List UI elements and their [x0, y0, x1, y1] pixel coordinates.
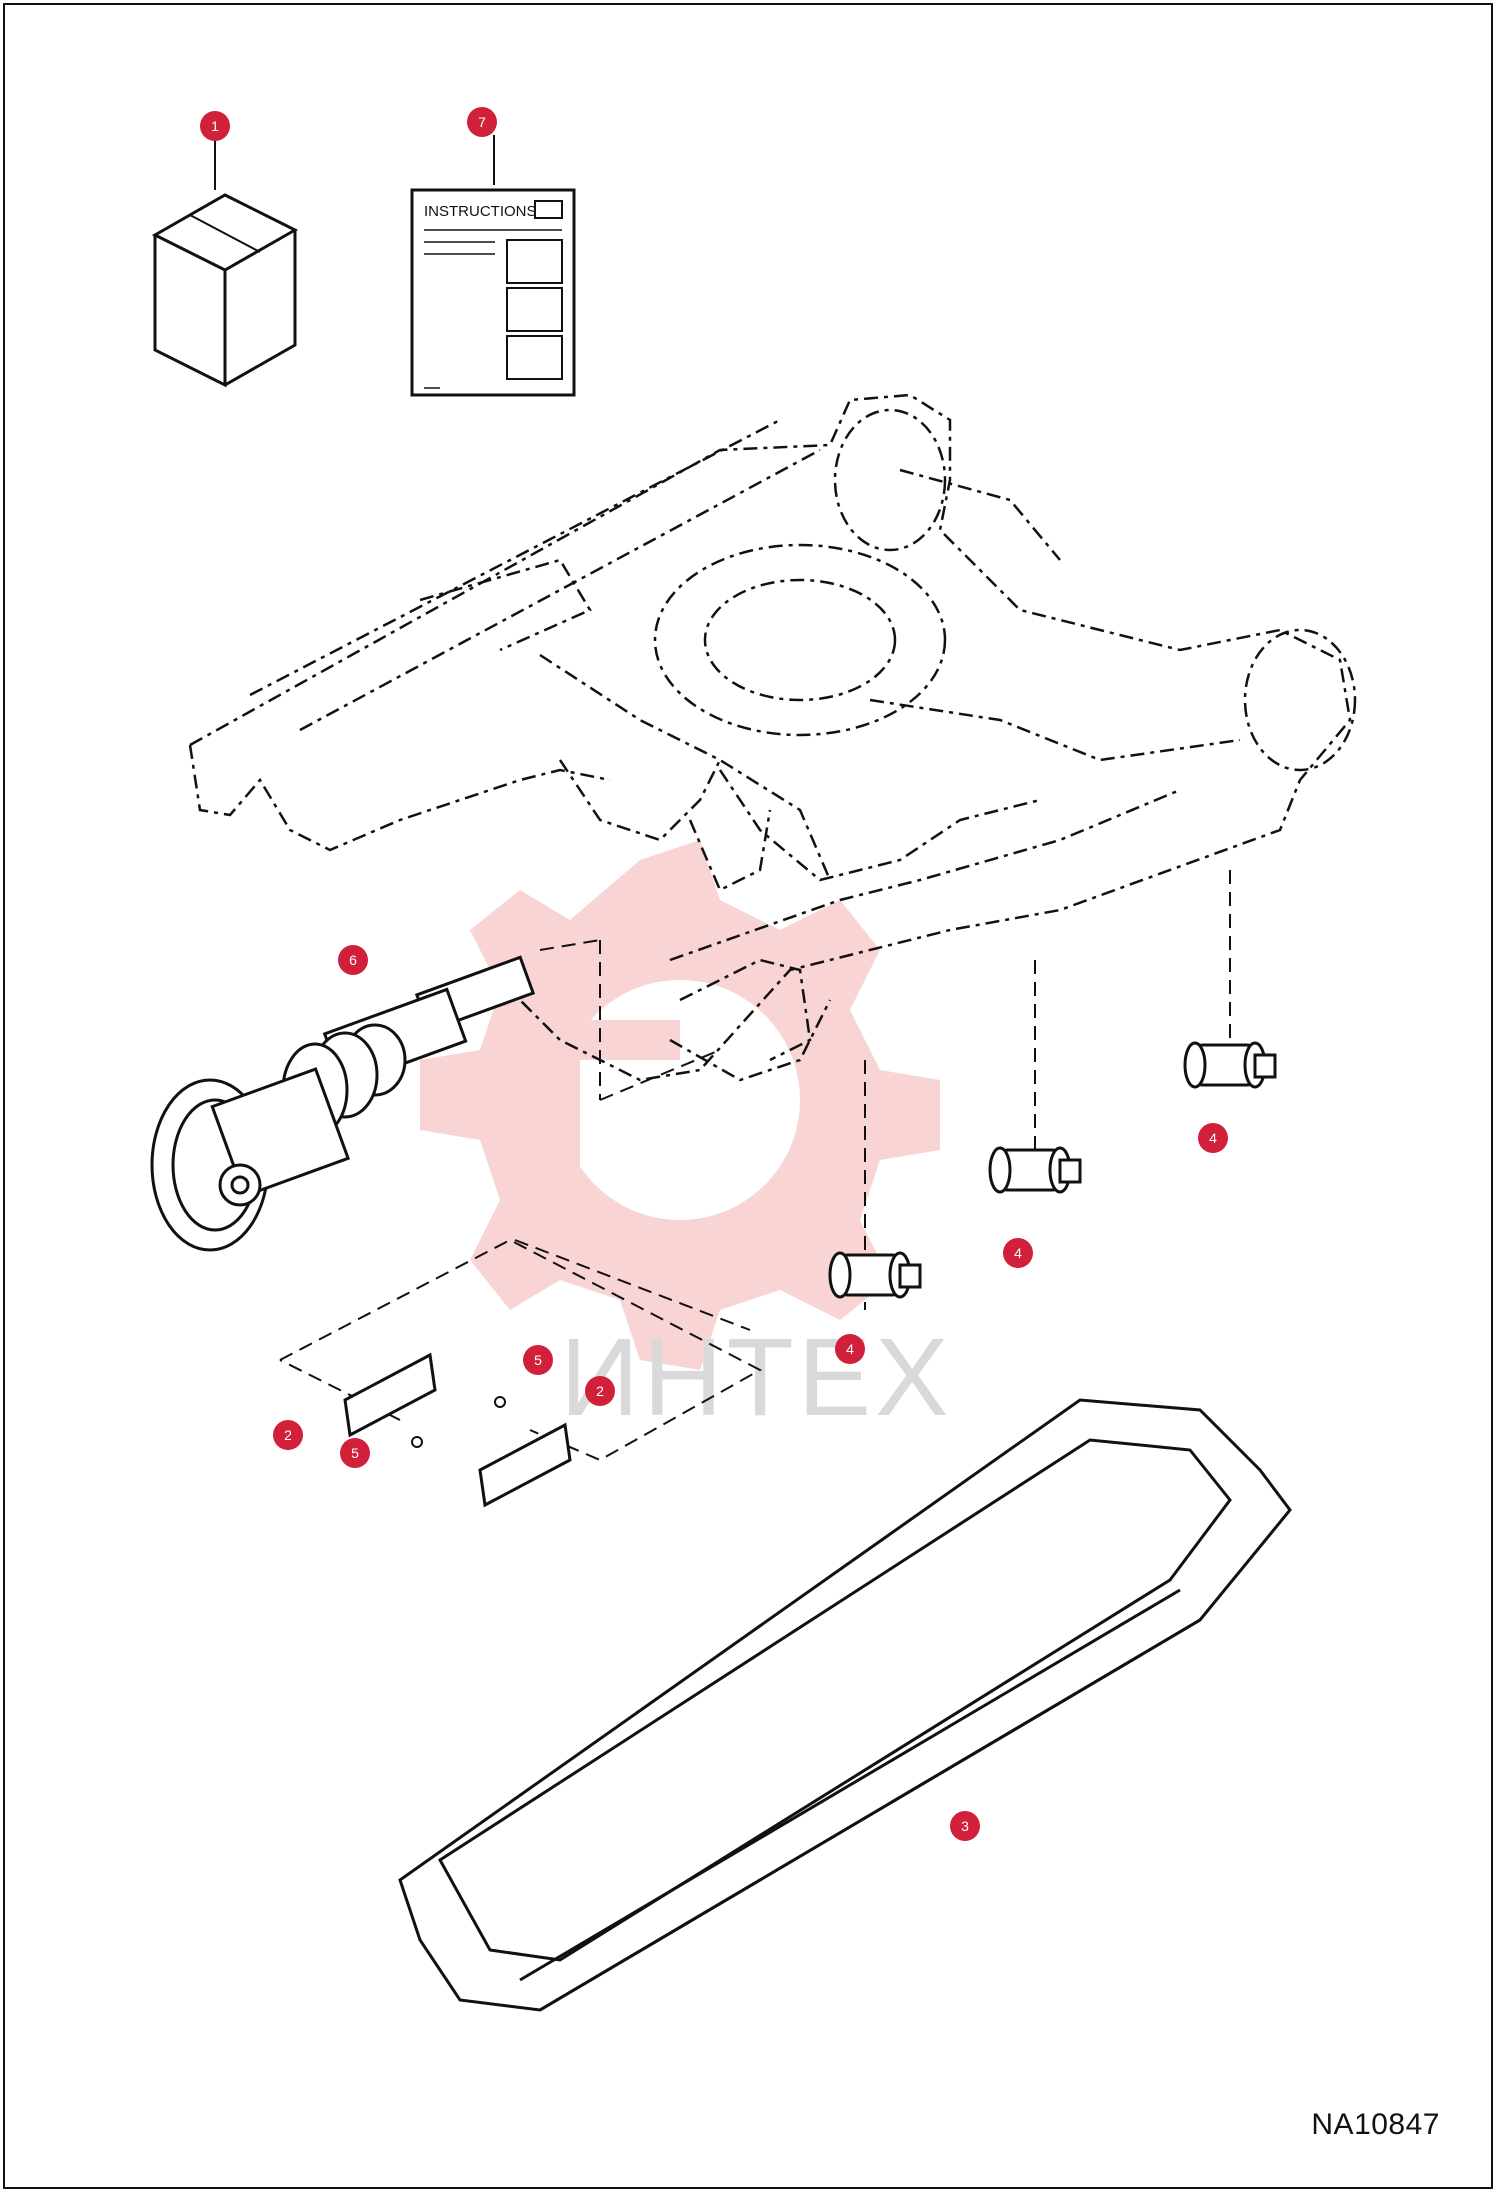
svg-text:2: 2	[284, 1427, 292, 1443]
roller-middle	[988, 1146, 1082, 1194]
svg-text:3: 3	[961, 1818, 969, 1834]
instructions-sheet: INSTRUCTIONS	[410, 188, 576, 397]
wear-plate-left	[343, 1352, 437, 1438]
callout-4-upper: 4	[1198, 1123, 1228, 1153]
svg-text:1: 1	[211, 118, 219, 134]
instructions-label: INSTRUCTIONS	[424, 203, 537, 220]
svg-text:5: 5	[534, 1352, 542, 1368]
watermark-text: ИНТЕХ	[560, 1316, 952, 1439]
box-part	[151, 193, 299, 388]
svg-text:7: 7	[478, 114, 486, 130]
svg-text:5: 5	[351, 1445, 359, 1461]
callout-4-lower: 4	[835, 1334, 865, 1364]
drawing-code: NA10847	[1311, 2108, 1440, 2141]
svg-text:4: 4	[1014, 1245, 1022, 1261]
svg-text:4: 4	[1209, 1130, 1217, 1146]
idler-assembly	[150, 955, 536, 1252]
svg-text:6: 6	[349, 952, 357, 968]
callout-3: 3	[950, 1811, 980, 1841]
callout-7: 7	[467, 107, 497, 137]
callout-5-upper: 5	[523, 1345, 553, 1375]
track-chain	[398, 1398, 1292, 2012]
callout-6: 6	[338, 945, 368, 975]
callout-5-lower: 5	[340, 1438, 370, 1468]
callout-4-middle: 4	[1003, 1238, 1033, 1268]
bolts	[411, 1396, 506, 1448]
undercarriage-frame	[188, 393, 1357, 1082]
callout-1: 1	[200, 111, 230, 141]
watermark-gear-icon	[420, 840, 940, 1370]
roller-lower-left	[828, 1251, 922, 1299]
callout-2-left: 2	[273, 1420, 303, 1450]
roller-upper-right	[1183, 1041, 1277, 1089]
svg-text:4: 4	[846, 1341, 854, 1357]
wear-plate-right	[478, 1422, 572, 1508]
svg-text:2: 2	[596, 1383, 604, 1399]
callout-2-right: 2	[585, 1376, 615, 1406]
